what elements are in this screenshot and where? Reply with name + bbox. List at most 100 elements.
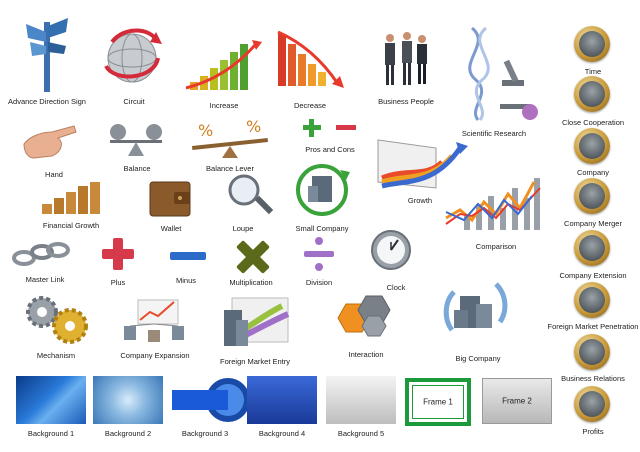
company-extension-medal-icon	[574, 230, 610, 266]
big-company-shape[interactable]	[440, 278, 512, 344]
foreign-market-entry-label: Foreign Market Entry	[219, 357, 291, 366]
decrease-shape[interactable]	[274, 28, 346, 94]
minus-shape[interactable]	[168, 250, 208, 262]
balance-icon	[110, 124, 162, 156]
business-people-icon	[385, 32, 427, 85]
time-shape[interactable]	[574, 26, 610, 62]
multiplication-icon	[236, 240, 270, 274]
business-relations-label: Business Relations	[561, 374, 625, 383]
company-shape[interactable]	[574, 128, 610, 164]
increase-shape[interactable]	[185, 38, 264, 94]
company-extension-shape[interactable]	[574, 230, 610, 266]
multiplication-shape[interactable]	[234, 238, 272, 276]
mechanism-shape[interactable]	[20, 294, 92, 344]
growth-label: Growth	[407, 196, 433, 205]
company-expansion-shape[interactable]	[120, 286, 190, 346]
gears-icon	[26, 296, 88, 344]
interaction-shape[interactable]	[334, 295, 394, 340]
business-people-label: Business People	[378, 97, 434, 106]
company-merger-label: Company Merger	[564, 219, 622, 228]
comparison-shape[interactable]	[444, 174, 550, 234]
small-company-shape[interactable]	[290, 160, 354, 216]
clock-shape[interactable]	[370, 226, 412, 276]
loupe-shape[interactable]	[226, 172, 276, 222]
advance-direction-sign-shape[interactable]	[22, 12, 72, 92]
plus-label: Plus	[110, 278, 126, 287]
circuit-shape[interactable]	[104, 22, 162, 92]
hand-shape[interactable]	[22, 122, 78, 164]
pros-and-cons-label: Pros and Cons	[305, 145, 355, 154]
company-merger-medal-icon	[574, 178, 610, 214]
foreign-market-entry-icon	[224, 297, 290, 346]
mechanism-label: Mechanism	[36, 351, 76, 360]
background3-shape[interactable]	[170, 376, 250, 424]
multiplication-label: Multiplication	[229, 278, 273, 287]
direction-sign-icon	[26, 18, 68, 92]
plus-minus-icon	[303, 119, 356, 137]
minus-label: Minus	[175, 276, 197, 285]
background5-label: Background 5	[337, 429, 385, 438]
close-cooperation-medal-icon	[574, 76, 610, 112]
master-link-label: Master Link	[25, 275, 65, 284]
frame2-shape[interactable]: Frame 2	[482, 378, 552, 424]
balance-lever-shape[interactable]: % %	[190, 117, 270, 160]
wallet-icon	[149, 181, 191, 217]
master-link-shape[interactable]	[12, 240, 70, 268]
big-company-icon	[443, 282, 508, 332]
balance-shape[interactable]	[104, 120, 168, 160]
foreign-market-entry-shape[interactable]	[222, 296, 292, 352]
background1-label: Background 1	[27, 429, 75, 438]
svg-text:%: %	[246, 117, 261, 136]
plus-shape[interactable]	[100, 236, 136, 272]
profits-shape[interactable]	[574, 386, 610, 422]
chain-link-icon	[12, 242, 70, 266]
financial-growth-shape[interactable]	[40, 180, 102, 216]
frame1-inner-border	[412, 385, 464, 419]
background3-label: Background 3	[181, 429, 229, 438]
division-icon	[304, 237, 334, 271]
profits-label: Profits	[582, 427, 604, 436]
svg-text:%: %	[198, 121, 213, 140]
foreign-market-penetration-label: Foreign Market Penetration	[547, 322, 639, 331]
wallet-shape[interactable]	[148, 180, 192, 218]
growth-chart-icon	[377, 139, 468, 189]
small-company-label: Small Company	[295, 224, 349, 233]
business-relations-shape[interactable]	[574, 334, 610, 370]
business-people-shape[interactable]	[380, 30, 432, 88]
comparison-chart-icon	[445, 178, 541, 230]
background3-art	[172, 378, 250, 422]
coins-stack-icon	[42, 182, 100, 214]
foreign-market-penetration-medal-icon	[574, 282, 610, 318]
growth-shape[interactable]	[376, 138, 470, 194]
financial-growth-label: Financial Growth	[42, 221, 100, 230]
background5-shape[interactable]	[326, 376, 396, 424]
background4-shape[interactable]	[247, 376, 317, 424]
increase-label: Increase	[209, 101, 239, 110]
company-merger-shape[interactable]	[574, 178, 610, 214]
scientific-research-shape[interactable]	[462, 24, 540, 124]
comparison-label: Comparison	[475, 242, 517, 251]
company-expansion-label: Company Expansion	[120, 351, 190, 360]
globe-circuit-icon	[104, 28, 162, 83]
clock-icon	[371, 230, 411, 270]
time-medal-icon	[574, 26, 610, 62]
advance-direction-sign-label: Advance Direction Sign	[8, 97, 86, 106]
close-cooperation-label: Close Cooperation	[561, 118, 625, 127]
close-cooperation-shape[interactable]	[574, 76, 610, 112]
small-company-icon	[296, 164, 350, 216]
decrease-label: Decrease	[293, 101, 327, 110]
frame1-shape[interactable]: Frame 1	[405, 378, 471, 426]
division-shape[interactable]	[302, 236, 336, 272]
foreign-market-penetration-shape[interactable]	[574, 282, 610, 318]
pros-and-cons-shape[interactable]	[300, 116, 360, 138]
background2-shape[interactable]	[93, 376, 163, 424]
decrease-chart-icon	[277, 30, 344, 88]
interaction-label: Interaction	[348, 350, 384, 359]
division-label: Division	[305, 278, 333, 287]
clock-label: Clock	[386, 283, 406, 292]
background1-shape[interactable]	[16, 376, 86, 424]
balance-lever-label: Balance Lever	[206, 164, 254, 173]
increase-chart-icon	[185, 40, 262, 90]
balance-label: Balance	[123, 164, 151, 173]
